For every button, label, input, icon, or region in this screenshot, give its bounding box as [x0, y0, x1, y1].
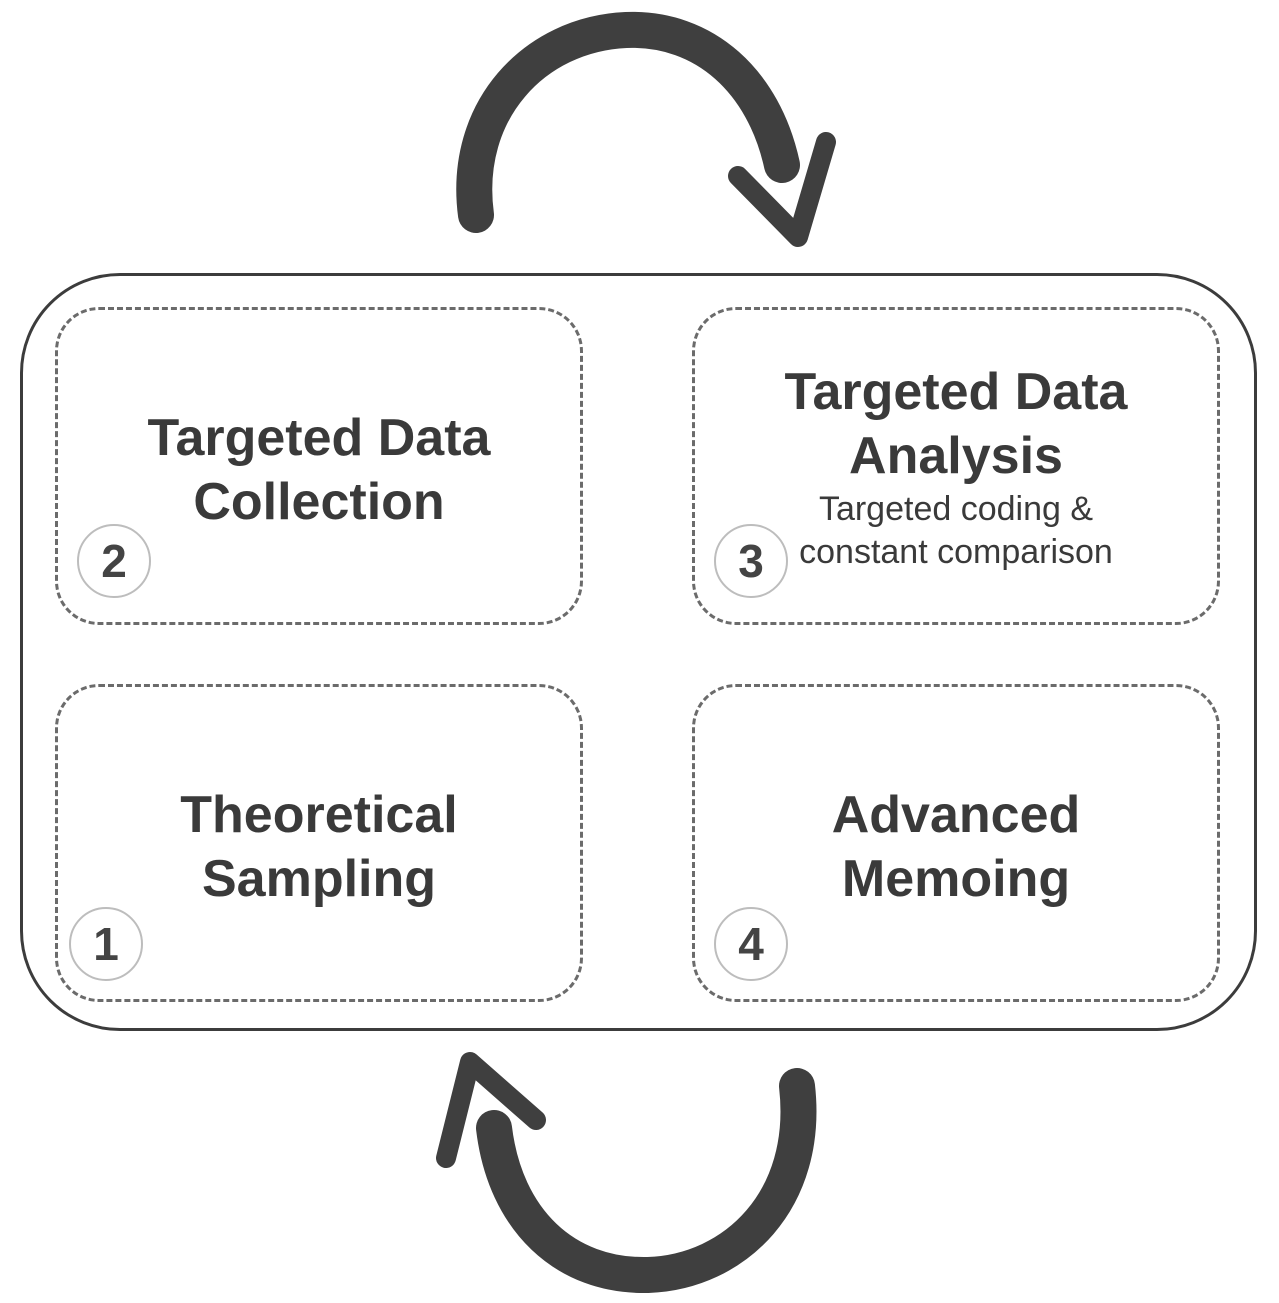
step-targeted-data-analysis: Targeted Data Analysis Targeted coding &… — [692, 307, 1220, 625]
step-number-badge: 3 — [714, 524, 788, 598]
step-title: Targeted Data Collection — [58, 406, 580, 534]
step-number-badge: 2 — [77, 524, 151, 598]
cycle-container — [20, 273, 1257, 1031]
step-title: Targeted Data Analysis — [695, 360, 1217, 488]
title-line-1: Targeted Data — [784, 363, 1128, 421]
step-title: Theoretical Sampling — [58, 783, 580, 911]
step-subtitle: Targeted coding & constant comparison — [695, 488, 1217, 574]
title-line-1: Targeted Data — [147, 409, 491, 467]
title-line-2: Sampling — [201, 850, 437, 908]
step-number-badge: 1 — [69, 907, 143, 981]
title-line-1: Theoretical — [180, 786, 458, 844]
step-advanced-memoing: Advanced Memoing 4 — [692, 684, 1220, 1002]
bottom-cycle-arrow-icon — [436, 1052, 817, 1294]
title-line-2: Analysis — [849, 427, 1063, 485]
title-line-1: Advanced — [831, 786, 1081, 844]
subtitle-line-1: Targeted coding & — [818, 490, 1094, 528]
step-number-badge: 4 — [714, 907, 788, 981]
subtitle-line-2: constant comparison — [799, 533, 1113, 571]
step-title: Advanced Memoing — [695, 783, 1217, 911]
step-theoretical-sampling: Theoretical Sampling 1 — [55, 684, 583, 1002]
title-line-2: Memoing — [841, 850, 1071, 908]
title-line-2: Collection — [193, 473, 445, 531]
top-cycle-arrow-icon — [456, 11, 836, 247]
step-targeted-data-collection: Targeted Data Collection 2 — [55, 307, 583, 625]
